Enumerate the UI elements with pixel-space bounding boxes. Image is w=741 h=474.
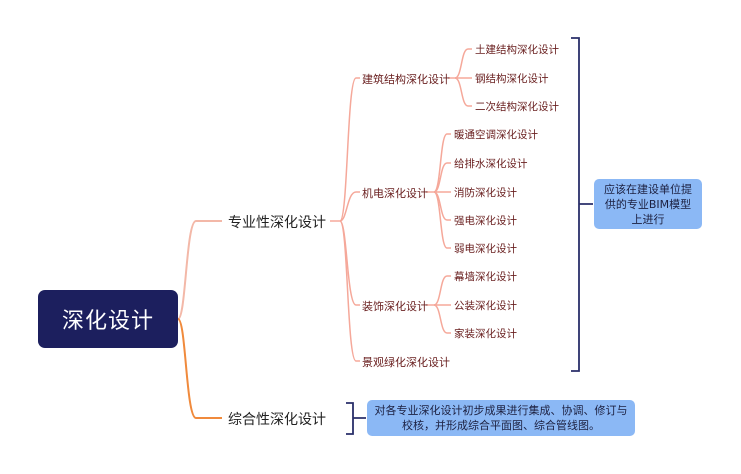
bracket-integrated bbox=[346, 402, 366, 435]
node-specialized-design: 专业性深化设计 bbox=[228, 215, 326, 231]
root-node: 深化设计 bbox=[38, 290, 178, 348]
node-plumbing: 给排水深化设计 bbox=[454, 158, 528, 170]
note-integrated: 对各专业深化设计初步成果进行集成、协调、修订与校核，并形成综合平面图、综合管线图… bbox=[367, 400, 635, 436]
node-weak-electric: 弱电深化设计 bbox=[454, 243, 517, 255]
node-public-decoration: 公装深化设计 bbox=[454, 300, 517, 312]
edge-mep-5 bbox=[433, 191, 451, 249]
edge-to-mep bbox=[339, 191, 360, 222]
edge-arch-3 bbox=[454, 77, 472, 107]
node-integrated-design: 综合性深化设计 bbox=[228, 412, 326, 428]
edge-to-landscape bbox=[339, 220, 360, 362]
note-specialized: 应该在建设单位提供的专业BIM模型上进行 bbox=[594, 179, 702, 229]
node-landscape: 景观绿化深化设计 bbox=[362, 356, 450, 369]
node-civil-structure: 土建结构深化设计 bbox=[475, 44, 559, 56]
edge-root-to-specialized bbox=[177, 220, 222, 320]
edge-mep-2 bbox=[433, 162, 451, 193]
bracket-specialized bbox=[571, 37, 593, 372]
node-secondary-structure: 二次结构深化设计 bbox=[475, 101, 559, 113]
edge-root-to-integrated bbox=[177, 318, 222, 419]
node-strong-electric: 强电深化设计 bbox=[454, 215, 517, 227]
node-decoration: 装饰深化设计 bbox=[362, 300, 428, 313]
node-curtain-wall: 幕墙深化设计 bbox=[454, 271, 517, 283]
edge-deco-1 bbox=[433, 275, 451, 306]
node-home-decoration: 家装深化设计 bbox=[454, 328, 517, 340]
node-steel-structure: 钢结构深化设计 bbox=[475, 73, 549, 85]
edge-arch-1 bbox=[454, 48, 472, 79]
node-mep: 机电深化设计 bbox=[362, 187, 428, 200]
edge-to-architecture bbox=[339, 77, 360, 222]
node-hvac: 暖通空调深化设计 bbox=[454, 129, 538, 141]
node-architecture-structure: 建筑结构深化设计 bbox=[362, 73, 450, 86]
edge-deco-3 bbox=[433, 304, 451, 334]
node-fire-protection: 消防深化设计 bbox=[454, 187, 517, 199]
